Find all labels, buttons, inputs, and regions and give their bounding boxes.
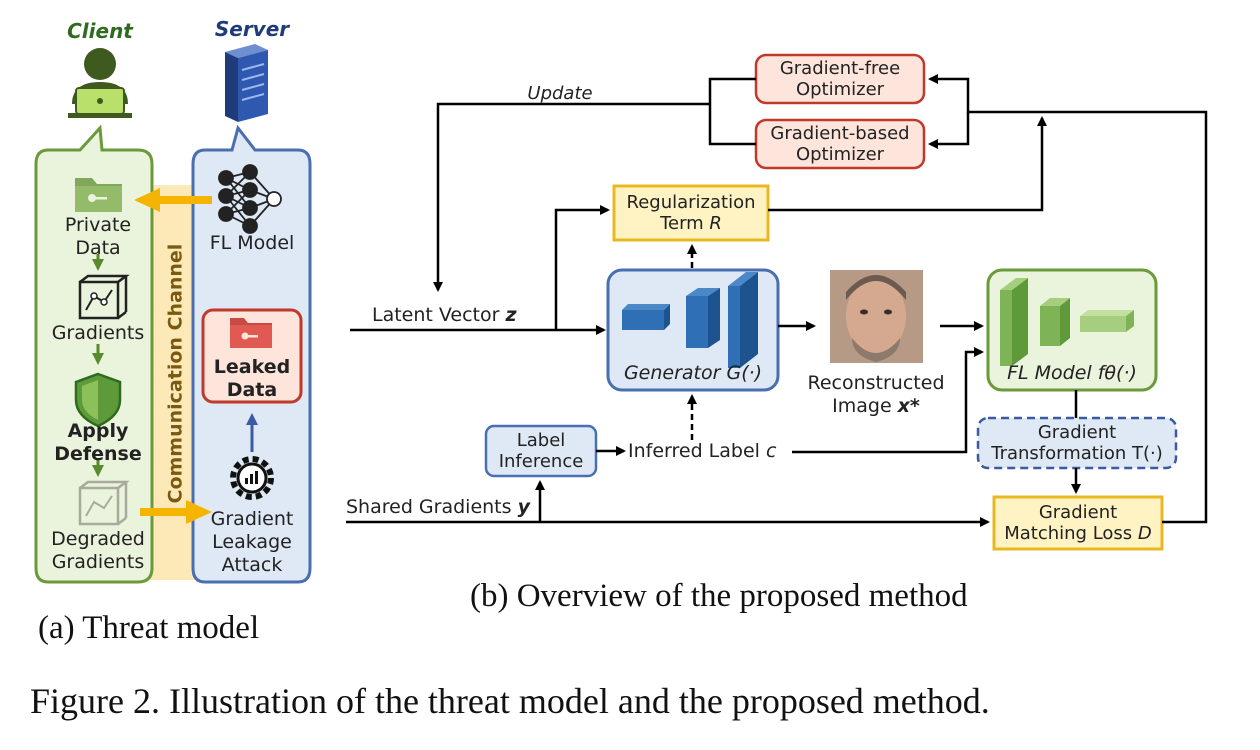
arrow-regularization-to-optimizer — [768, 116, 1047, 212]
fl-model-box — [986, 268, 1158, 392]
reconstructed-image — [830, 270, 923, 363]
generator-layers-icon — [622, 272, 758, 368]
inferred-label-label: Inferred Label c — [628, 440, 777, 462]
generator-label: Generator G(·) — [623, 362, 763, 384]
arrow-loss-to-gf-optimizer — [928, 74, 1208, 524]
communication-channel-label: Communication Channel — [164, 243, 187, 504]
latent-vector-label: Latent Vector z — [372, 304, 517, 326]
fl-model-layers-icon — [1000, 278, 1134, 366]
client-user-icon — [68, 48, 132, 118]
gradients-cube-icon — [78, 274, 130, 320]
fl-model-label: FL Model — [209, 232, 295, 254]
update-label: Update — [527, 83, 593, 104]
server-title: Server — [214, 17, 290, 41]
arrow-degraded-to-server — [140, 500, 212, 524]
degraded-gradients-cube-icon — [78, 480, 130, 526]
arrow-latent-to-regularization — [554, 205, 610, 330]
arrow-update-to-latent — [433, 102, 710, 292]
regularization-box — [612, 184, 770, 242]
shared-gradients-label: Shared Gradients y — [346, 496, 530, 518]
caption-a: (a) Threat model — [38, 610, 260, 646]
figure-caption: Figure 2. Illustration of the threat mod… — [30, 681, 990, 721]
gradients-label: Gradients — [51, 322, 145, 344]
arrow-loss-to-gb-optimizer — [928, 112, 970, 149]
shield-icon — [74, 372, 122, 428]
client-title: Client — [67, 19, 133, 43]
server-rack-icon — [225, 44, 268, 122]
gear-icon — [230, 456, 274, 500]
fl-model-label-b: FL Model fθ(·) — [1007, 362, 1137, 384]
caption-b: (b) Overview of the proposed method — [470, 578, 968, 614]
private-data-folder-icon — [75, 178, 122, 212]
neural-network-icon — [218, 164, 282, 234]
arrow-model-to-client — [134, 188, 212, 212]
line-optimizer-merge — [708, 77, 756, 146]
arrow-label-to-fl-model — [792, 347, 984, 454]
leaked-folder-icon — [230, 318, 272, 348]
leaked-data-box — [201, 308, 303, 404]
